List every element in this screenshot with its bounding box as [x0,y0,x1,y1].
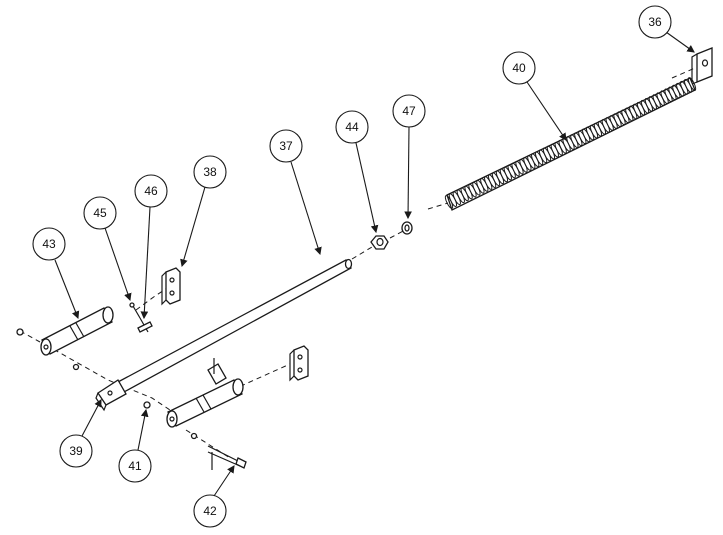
part-38-bracket-lower [289,345,309,382]
svg-text:38: 38 [203,165,217,179]
svg-text:47: 47 [402,104,416,118]
part-43-cylinder-lower [166,378,244,428]
svg-text:46: 46 [144,184,158,198]
balloon-40: 40 [502,51,567,141]
balloon-41: 41 [118,408,152,483]
part-47-washer [401,221,413,235]
balloon-39: 39 [59,399,102,468]
svg-text:41: 41 [128,459,142,473]
balloon-45: 45 [83,196,132,302]
balloon-37: 37 [269,129,322,256]
svg-text:40: 40 [512,61,526,75]
assembly-centerline [427,202,449,210]
svg-text:37: 37 [279,139,293,153]
svg-text:44: 44 [345,120,359,134]
part-45-pin [129,302,141,319]
svg-text:43: 43 [42,237,56,251]
svg-text:36: 36 [648,15,662,29]
part-42-bolt [207,445,247,470]
balloon-36: 36 [638,5,695,53]
part-44-nut [370,235,389,250]
balloon-43: 43 [32,227,80,320]
part-36-bracket [691,47,713,85]
part-43-cylinder-upper [40,306,114,356]
part-38-bracket-upper [161,267,181,306]
balloon-42: 42 [193,465,235,528]
part-41-nut [143,401,198,440]
balloon-46: 46 [134,174,168,320]
spring-coil [687,77,697,91]
svg-text:42: 42 [203,504,217,518]
balloon-47: 47 [392,94,426,220]
assembly-centerline-2 [389,228,408,239]
part-37-rod [117,258,353,393]
part-lower-pin [207,358,227,385]
svg-text:39: 39 [69,444,83,458]
part-46-bolt [137,317,153,333]
balloon-38: 38 [180,155,227,268]
part-40-spring-coils [444,77,697,209]
balloon-44: 44 [335,110,379,234]
part-43-end-nut [16,328,80,371]
assembly-centerline-8 [671,67,696,79]
assembly-centerline-3 [351,246,373,260]
svg-text:45: 45 [93,206,107,220]
